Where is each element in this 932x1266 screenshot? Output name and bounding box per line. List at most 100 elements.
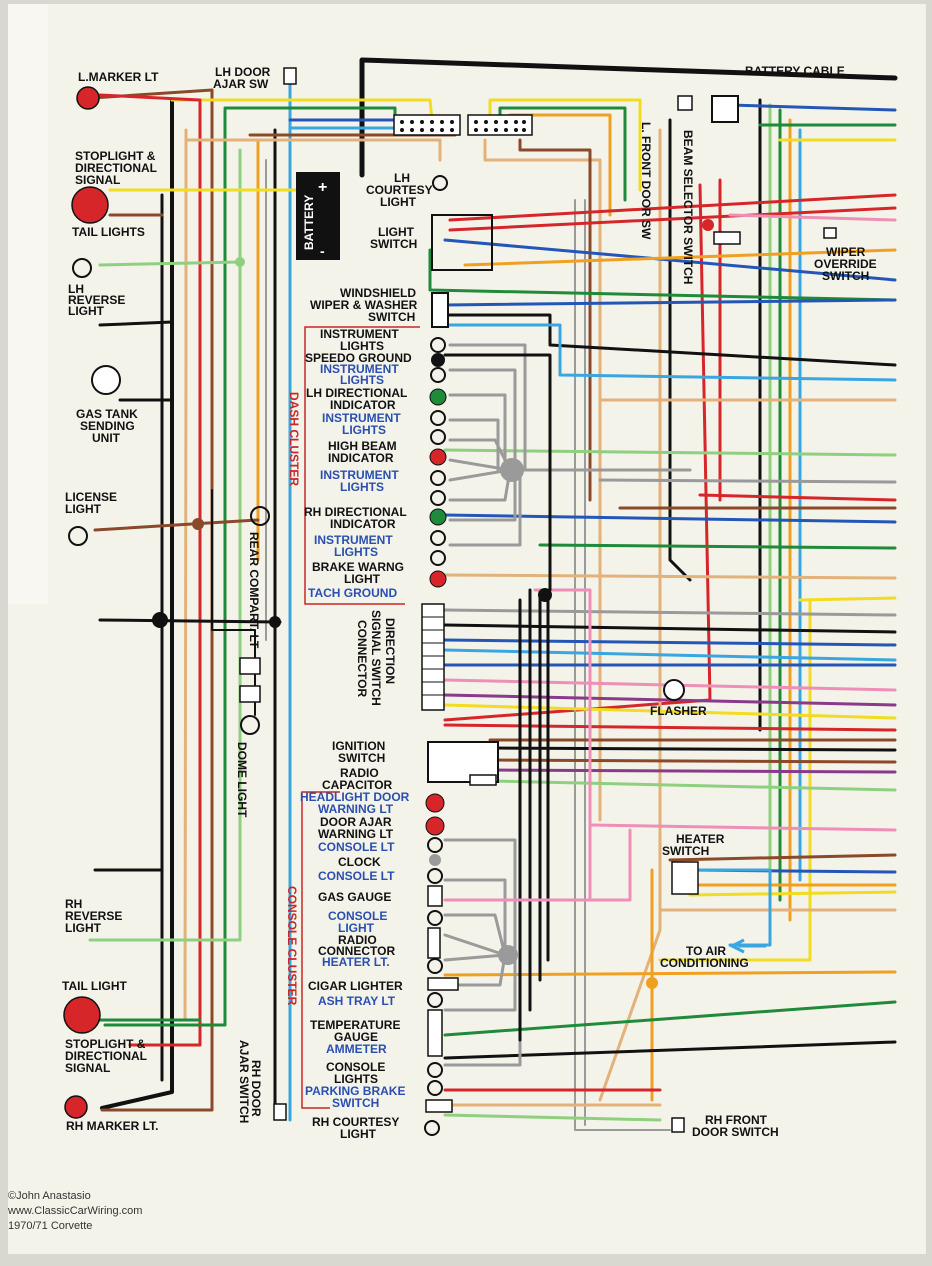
right-gray [574,199,671,1131]
dash-cluster-lamps [429,337,447,588]
door-ajar-2: WARNING LT [318,827,394,841]
rh-marker-label: RH MARKER LT. [66,1119,158,1133]
h-tan-2 [443,573,897,580]
center-junction [538,588,552,602]
console-light-2: LIGHT [338,921,375,935]
ground-junction-2 [269,616,281,628]
l-license [93,518,260,532]
h-lightgreen-1 [443,448,897,457]
heater-lt-label: HEATER LT. [322,955,390,969]
h-gray-1 [598,478,897,484]
console-gray-fan [443,838,522,1067]
high-beam-2: INDICATOR [328,451,394,465]
stoplight-label-1: STOPLIGHT & [75,149,156,163]
l-marker-red [98,93,202,102]
ground-junction-1 [152,612,168,628]
dome-switch-1 [239,657,261,675]
high-beam-1: HIGH BEAM [328,439,397,453]
rear-compart-lamp [250,506,270,526]
dash-cluster-bracket [304,326,420,605]
instrument-lights-4b: LIGHTS [340,480,384,494]
h-brown-4 [668,853,897,862]
console-lt-1: CONSOLE LT [318,840,395,854]
rh-reverse-label-3: LIGHT [65,921,102,935]
light-switch-label-2: SWITCH [370,237,417,251]
heater-switch-2: SWITCH [662,844,709,858]
radio-conn-2: CONNECTOR [318,944,395,958]
license-label-2: LIGHT [65,502,102,516]
hot-junction [702,219,714,231]
direction-connector-label-3: CONNECTOR [355,620,369,697]
dash-cluster-label: DASH CLUSTER [287,392,301,486]
speedo-ground-label: SPEEDO GROUND [305,351,412,365]
ignition-label-2: SWITCH [338,751,385,765]
stoplight-r-label-3: SIGNAL [65,1061,110,1075]
junction-block [713,231,741,245]
l-gnd [98,320,174,327]
rh-door-ajar-switch [273,1103,287,1121]
license-label-1: LICENSE [65,490,117,504]
harness-green-1 [103,108,227,1027]
h-green-2 [428,248,897,302]
rh-front-door-switch [671,1117,685,1133]
h-red-1 [448,193,897,222]
center-pink [443,588,592,902]
tail-lights-label: TAIL LIGHTS [72,225,145,239]
instrument-lights-1a: INSTRUMENT [320,327,399,341]
lh-reverse-lamp [72,258,92,278]
rh-directional-1: RH DIRECTIONAL [304,505,407,519]
instrument-lights-5b: LIGHTS [334,545,378,559]
ash-tray-label: ASH TRAY LT [318,994,396,1008]
conn2-green [498,106,627,202]
radio-cap-label-1: RADIO [340,766,379,780]
direction-connector-label-1: DIRECTION [383,618,397,684]
l-front-door-switch [677,95,693,111]
lh-reverse-label-2: REVERSE [68,293,125,307]
temp-gauge-2: GAUGE [334,1030,378,1044]
harness-red-1 [128,98,202,1047]
light-switch-body [431,214,493,271]
brake-warng-1: BRAKE WARNG [312,560,404,574]
radio-cap-label-2: CAPACITOR [322,778,393,792]
stoplight-r-label-2: DIRECTIONAL [65,1049,147,1063]
green-junction [235,257,245,267]
labels: BATTERY CABLE L.MARKER LT LH DOOR AJAR S… [7,64,877,1232]
heater-switch-1: HEATER [676,832,725,846]
h-red-3 [698,493,897,502]
rh-directional-2: INDICATOR [330,517,396,531]
wiper-override-label-2: OVERRIDE [814,257,877,271]
instrument-lights-3a: INSTRUMENT [322,411,401,425]
left-glare [8,4,48,604]
rh-door-ajar-label-2: AJAR SWITCH [237,1040,251,1123]
lh-door-ajar-label-1: LH DOOR [215,65,271,79]
connector-dividers [422,616,444,696]
gas-gauge-label: GAS GAUGE [318,890,391,904]
top-tan [184,138,442,162]
direction-signal-connector [421,603,445,711]
radio-capacitor [469,774,497,786]
battery-cable-label: BATTERY CABLE [745,64,845,78]
headlight-door-1: HEADLIGHT DOOR [300,790,410,804]
h-yellow-2 [798,596,897,602]
instrument-lights-5a: INSTRUMENT [314,533,393,547]
l-front-door-label: L. FRONT DOOR SW [639,122,653,240]
flasher-label: FLASHER [650,704,707,718]
lh-courtesy-label-1: LH [394,171,410,185]
ignition-label-1: IGNITION [332,739,385,753]
credit-line-3: 1970/71 Corvette [8,1220,92,1232]
h-red-2 [448,206,897,232]
lh-courtesy-lamp [432,175,448,191]
connector-1 [393,114,461,136]
battery-minus: - [320,243,325,259]
right-yellow [658,598,812,962]
direction-connector-label-2: SIGNAL SWITCH [369,610,383,706]
harness-tan-1 [183,128,188,1022]
l-reverse [98,260,242,267]
lh-courtesy-label-2: COURTESY [366,183,433,197]
tail-light-lamp-rh [63,996,101,1034]
connector-pins [400,120,526,132]
parking-brake-1: PARKING BRAKE [305,1084,405,1098]
license-lamp [68,526,88,546]
